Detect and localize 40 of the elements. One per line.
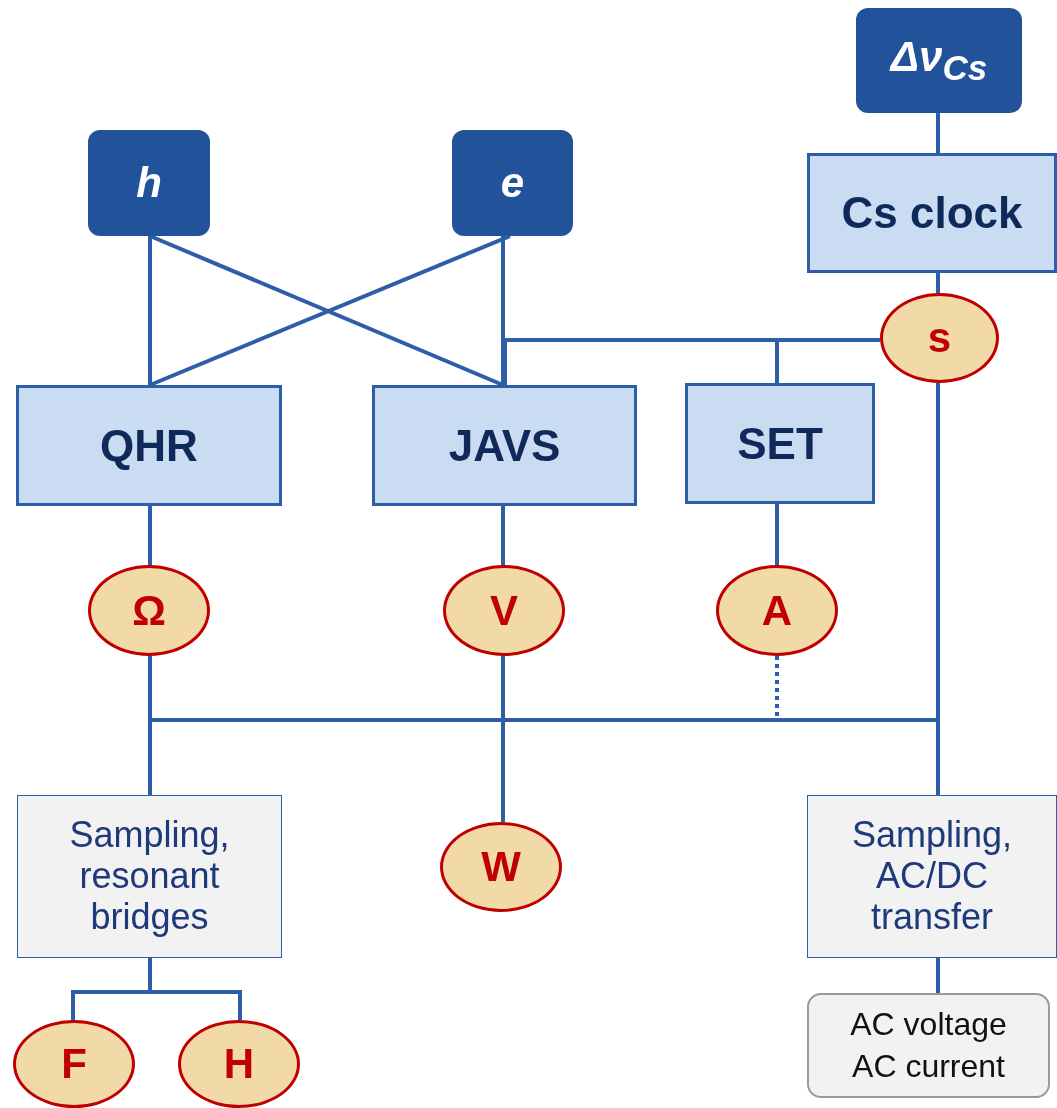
connector-line [501, 506, 505, 565]
node-label: V [490, 586, 518, 635]
connector-line [936, 383, 940, 795]
connector-line [501, 656, 505, 822]
standard-box [807, 153, 1057, 273]
constant-box [856, 8, 1022, 113]
quantity-box [807, 993, 1050, 1098]
connector-line [501, 236, 505, 385]
connector-line [936, 958, 940, 993]
node-label: h [136, 159, 162, 207]
node-label: e [500, 159, 525, 207]
node-label: Δν$_{Cs}$ [890, 32, 988, 89]
method-box [17, 795, 282, 958]
node-label: Cs clock [841, 188, 1023, 238]
node-label: AC current [852, 1046, 1005, 1086]
connector-line [148, 958, 242, 1020]
node-label: Ω [132, 586, 166, 635]
connector-line [775, 338, 880, 383]
node-label: Sampling, resonant bridges [68, 815, 231, 938]
node-label: AC voltage [850, 1004, 1007, 1044]
node-label: F [61, 1040, 87, 1088]
connector-line [148, 506, 152, 565]
constant-box [88, 130, 210, 236]
node-label: s [927, 314, 952, 362]
node-label: A [761, 586, 793, 635]
method-box [807, 795, 1057, 958]
constant-box [452, 130, 573, 236]
standard-box [685, 383, 875, 504]
node-label: SET [737, 418, 823, 469]
connector-line [936, 273, 940, 293]
standard-box [372, 385, 637, 506]
standard-box [16, 385, 282, 506]
node-label: JAVS [448, 420, 561, 471]
node-label: Sampling, AC/DC transfer [850, 815, 1014, 938]
connector-line [148, 236, 152, 385]
node-label: QHR [100, 420, 198, 471]
connector-line [936, 113, 940, 153]
node-label: H [223, 1040, 255, 1088]
connector-line [775, 504, 779, 565]
node-label: W [481, 843, 521, 891]
